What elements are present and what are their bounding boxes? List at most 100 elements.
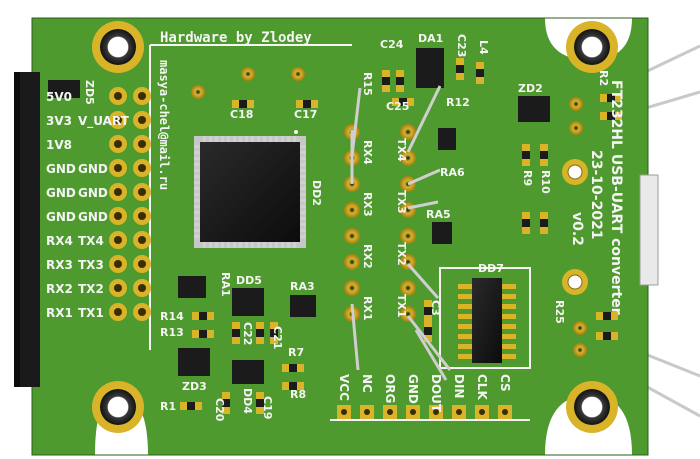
refdes-r15: R15: [361, 72, 374, 96]
header-pin[interactable]: [133, 207, 151, 225]
header-pin[interactable]: [133, 279, 151, 297]
via: [291, 67, 305, 81]
tx-label: TX2: [395, 242, 408, 266]
refdes-c21: C21: [271, 326, 284, 349]
header-pin[interactable]: [109, 135, 127, 153]
board-email: masya-chel@mail.ru: [157, 60, 171, 190]
smd-component: [282, 382, 304, 390]
board-date: 23-10-2021: [588, 150, 604, 240]
smd-component: [540, 144, 548, 166]
bottom-header-pin[interactable]: [498, 405, 512, 419]
smd-component: [396, 70, 404, 92]
refdes-ra1: RA1: [219, 272, 232, 297]
bottom-pin-label: CLK: [475, 374, 489, 400]
header-pin[interactable]: [109, 111, 127, 129]
center-via[interactable]: [344, 228, 360, 244]
small-chips: [48, 48, 550, 384]
bottom-header-pin[interactable]: [337, 405, 351, 419]
header-pin[interactable]: [109, 231, 127, 249]
center-via[interactable]: [400, 254, 416, 270]
center-via[interactable]: [400, 228, 416, 244]
rx-label: RX2: [361, 244, 374, 269]
refdes-r7: R7: [288, 346, 304, 359]
left-label-b: TX2: [78, 282, 104, 296]
left-label-b: TX4: [78, 234, 104, 248]
left-label-a: GND: [46, 186, 76, 200]
center-via[interactable]: [344, 254, 360, 270]
header-pin[interactable]: [133, 183, 151, 201]
header-pin[interactable]: [133, 87, 151, 105]
left-label-b: TX1: [78, 306, 104, 320]
smd-component: [232, 100, 254, 108]
header-pin[interactable]: [133, 231, 151, 249]
smd-component: [600, 112, 622, 120]
center-via[interactable]: [400, 124, 416, 140]
refdes-r14: R14: [160, 310, 184, 323]
center-via[interactable]: [344, 202, 360, 218]
center-via[interactable]: [344, 280, 360, 296]
via: [191, 85, 205, 99]
smd-component: [476, 62, 484, 84]
bottom-header-pin[interactable]: [406, 405, 420, 419]
header-pin[interactable]: [109, 183, 127, 201]
refdes-ra6: RA6: [440, 166, 465, 179]
smd-component: [392, 98, 414, 106]
bottom-header-pin[interactable]: [383, 405, 397, 419]
refdes-zd5: ZD5: [83, 80, 96, 105]
refdes-r10: R10: [539, 170, 552, 194]
header-pin[interactable]: [109, 87, 127, 105]
header-pin[interactable]: [109, 255, 127, 273]
refdes-dd2: DD2: [310, 180, 323, 206]
left-header-pins: [109, 87, 151, 321]
refdes-ra3: RA3: [290, 280, 315, 293]
refdes-ra5: RA5: [426, 208, 451, 221]
jumper-wires: [350, 85, 452, 381]
bottom-pin-label: NC: [360, 374, 374, 393]
header-pin[interactable]: [133, 111, 151, 129]
center-via[interactable]: [400, 280, 416, 296]
refdes-zd2: ZD2: [518, 82, 543, 95]
refdes-da1: DA1: [418, 32, 443, 45]
refdes-c23: C23: [455, 34, 468, 57]
tx-label: TX3: [395, 190, 408, 214]
smd-component: [232, 322, 240, 344]
header-pin[interactable]: [133, 135, 151, 153]
header-pin[interactable]: [133, 303, 151, 321]
via: [241, 67, 255, 81]
bottom-header-pin[interactable]: [360, 405, 374, 419]
smd-component: [540, 212, 548, 234]
smd-pads: [180, 58, 622, 414]
rx-label: RX4: [361, 140, 374, 165]
bottom-header-pin[interactable]: [475, 405, 489, 419]
refdes-r1: R1: [160, 400, 176, 413]
left-label-b: GND: [78, 162, 108, 176]
refdes-dd5: DD5: [236, 274, 262, 287]
bottom-header-pin[interactable]: [429, 405, 443, 419]
header-pin[interactable]: [133, 159, 151, 177]
refdes-l4: L4: [477, 40, 490, 55]
refdes-c25: C25: [386, 100, 409, 113]
center-via[interactable]: [400, 306, 416, 322]
left-label-a: 1V8: [46, 138, 72, 152]
bottom-header-pin[interactable]: [452, 405, 466, 419]
smd-component: [596, 332, 618, 340]
left-label-a: GND: [46, 162, 76, 176]
header-pin[interactable]: [109, 279, 127, 297]
header-pin[interactable]: [109, 159, 127, 177]
header-pin[interactable]: [109, 303, 127, 321]
refdes-r12: R12: [446, 96, 470, 109]
refdes-c20: C20: [213, 398, 226, 422]
board-product: FT232HL USB-UART converter: [608, 80, 624, 315]
edge-connector: [18, 72, 40, 387]
left-label-a: RX3: [46, 258, 73, 272]
mounting-holes: [92, 21, 618, 433]
header-pin[interactable]: [109, 207, 127, 225]
center-via[interactable]: [400, 150, 416, 166]
tx-label: TX4: [395, 138, 408, 162]
header-pin[interactable]: [133, 255, 151, 273]
refdes-c22: C22: [241, 322, 254, 345]
